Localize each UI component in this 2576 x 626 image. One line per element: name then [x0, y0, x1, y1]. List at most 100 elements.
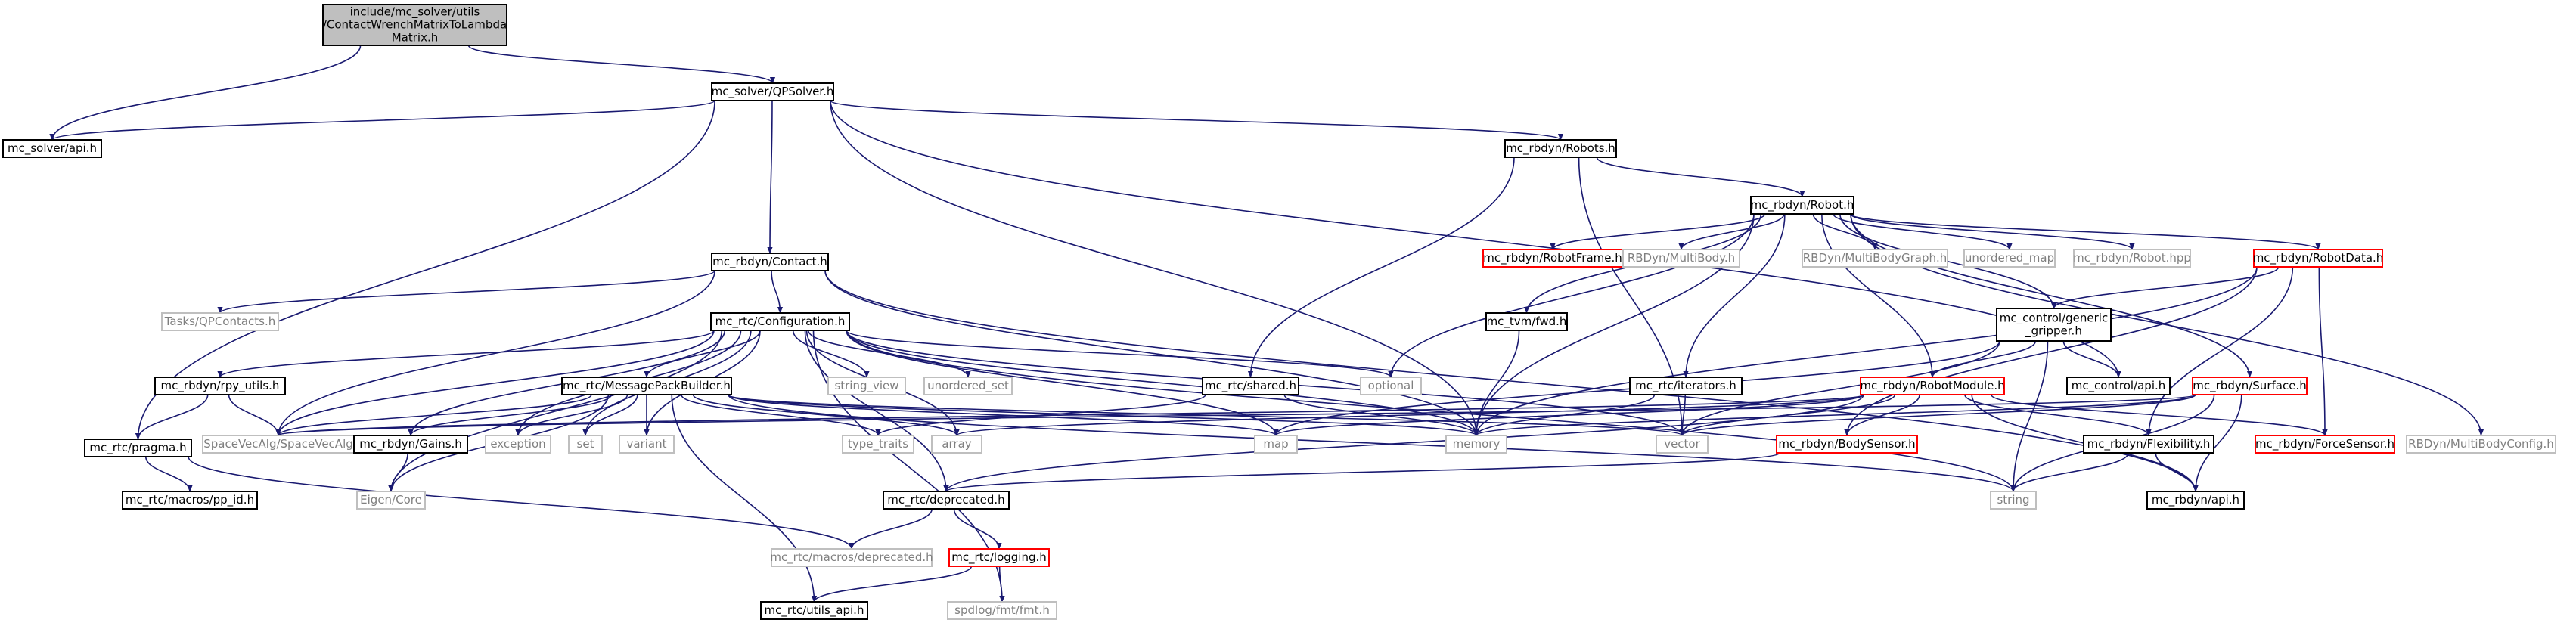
edge-tvm_fwd-to-memory [1473, 330, 1520, 436]
node-robotframe[interactable]: mc_rbdyn/RobotFrame.h [1482, 249, 1623, 268]
node-deprecated[interactable]: mc_rtc/deprecated.h [883, 491, 1010, 510]
node-box [1445, 435, 1507, 454]
node-label: map [1263, 437, 1288, 451]
node-label: RBDyn/MultiBodyGraph.h [1803, 251, 1948, 265]
node-label: mc_rbdyn/api.h [2152, 493, 2239, 507]
edge-surface-to-rbdyn_api [2193, 394, 2242, 492]
node-pp_id[interactable]: mc_rtc/macros/pp_id.h [122, 491, 258, 510]
node-variant: variant [619, 435, 675, 454]
node-label: /ContactWrenchMatrixToLambda [323, 18, 507, 32]
node-fmt: spdlog/fmt/fmt.h [947, 601, 1057, 620]
node-label: RBDyn/MultiBody.h [1628, 251, 1735, 265]
node-box [1504, 139, 1617, 158]
edge-generic_gripper-to-string [2010, 340, 2049, 492]
edge-robotmodule-to-bodysensor [1844, 394, 1920, 436]
node-label: exception [490, 437, 545, 451]
node-label: mc_rtc/logging.h [951, 550, 1047, 565]
node-box [322, 4, 507, 46]
node-box [161, 312, 279, 331]
node-label: mc_control/generic [2000, 311, 2108, 326]
edge-logging-to-fmt [998, 566, 1005, 603]
edge-robotdata-to-flexibility [2146, 266, 2294, 436]
edge-bodysensor-to-deprecated [943, 452, 1780, 492]
node-box [1776, 435, 1918, 454]
node-box [760, 601, 868, 620]
node-label: mc_rbdyn/rpy_utils.h [161, 379, 280, 393]
node-gains[interactable]: mc_rbdyn/Gains.h [353, 435, 468, 454]
node-label: mc_rbdyn/Flexibility.h [2087, 437, 2211, 451]
edge-msgpack-to-string [728, 394, 2016, 492]
node-shared[interactable]: mc_rtc/shared.h [1202, 377, 1299, 395]
node-qpsolver[interactable]: mc_solver/QPSolver.h [711, 82, 834, 101]
node-string_view: string_view [827, 377, 906, 395]
edge-robot-to-optional [1388, 213, 1755, 378]
node-map: map [1254, 435, 1298, 454]
edge-qpsolver-to-contact [767, 100, 773, 254]
node-robotdata[interactable]: mc_rbdyn/RobotData.h [2253, 249, 2384, 268]
node-robot[interactable]: mc_rbdyn/Robot.h [1750, 196, 1854, 215]
node-robotmodule[interactable]: mc_rbdyn/RobotModule.h [1860, 377, 2005, 395]
node-root[interactable]: include/mc_solver/utils/ContactWrenchMat… [322, 4, 507, 46]
edge-robot-to-iterators [1683, 213, 1786, 378]
node-label: Tasks/QPContacts.h [164, 315, 276, 328]
node-box [1996, 308, 2112, 342]
edge-qpsolver-to-robots [830, 100, 1563, 141]
node-tvm_fwd[interactable]: mc_tvm/fwd.h [1485, 312, 1568, 331]
node-control_api[interactable]: mc_control/api.h [2066, 377, 2171, 395]
node-msgpack[interactable]: mc_rtc/MessagePackBuilder.h [561, 377, 732, 395]
edge-pragma-to-macros_deprecated [188, 456, 855, 550]
node-box [1802, 249, 1948, 268]
edge-gains-to-eigen [388, 452, 408, 492]
node-rpy_utils[interactable]: mc_rbdyn/rpy_utils.h [154, 377, 286, 395]
node-box [947, 601, 1057, 620]
node-spacevec: SpaceVecAlg/SpaceVecAlg [202, 435, 355, 454]
node-solver_api[interactable]: mc_solver/api.h [2, 139, 102, 158]
node-label: mc_rtc/utils_api.h [765, 603, 864, 618]
edge-robotdata-to-memory [1473, 266, 2258, 436]
node-flexibility[interactable]: mc_rbdyn/Flexibility.h [2083, 435, 2214, 454]
node-multibodygraph: RBDyn/MultiBodyGraph.h [1802, 249, 1948, 268]
node-logging[interactable]: mc_rtc/logging.h [948, 548, 1050, 567]
edge-robotdata-to-forcesensor [2318, 266, 2328, 436]
node-label: mc_rtc/iterators.h [1635, 379, 1736, 393]
node-box [1963, 249, 2056, 268]
node-box [2406, 435, 2556, 454]
edge-configuration-to-msgpack [644, 330, 761, 378]
node-utils_api[interactable]: mc_rtc/utils_api.h [760, 601, 868, 620]
node-generic_gripper[interactable]: mc_control/generic_gripper.h [1996, 308, 2112, 342]
edge-root-to-qpsolver [467, 45, 775, 84]
node-configuration[interactable]: mc_rtc/Configuration.h [710, 312, 850, 331]
edge-robotmodule-to-array [954, 394, 1864, 436]
node-box [1990, 491, 2037, 510]
node-surface[interactable]: mc_rbdyn/Surface.h [2192, 377, 2308, 395]
node-bodysensor[interactable]: mc_rbdyn/BodySensor.h [1776, 435, 1918, 454]
node-box [2073, 249, 2191, 268]
node-box [1860, 377, 2005, 395]
node-pragma[interactable]: mc_rtc/pragma.h [84, 439, 192, 457]
node-macros_deprecated: mc_rtc/macros/deprecated.h [770, 548, 933, 567]
node-contact[interactable]: mc_rbdyn/Contact.h [711, 253, 829, 271]
node-box [1622, 249, 1740, 268]
edge-contact-to-configuration [771, 270, 784, 314]
node-label: variant [627, 437, 667, 451]
node-box [2253, 249, 2383, 268]
edge-surface-to-spacevec [276, 394, 2196, 436]
edge-robotdata-to-generic_gripper [2050, 266, 2280, 309]
node-type_traits: type_traits [842, 435, 914, 454]
edge-robot-to-surface [1850, 213, 2253, 378]
node-iterators[interactable]: mc_rtc/iterators.h [1629, 377, 1743, 395]
node-label: type_traits [848, 437, 908, 451]
node-label: mc_solver/QPSolver.h [712, 85, 834, 99]
node-forcesensor[interactable]: mc_rbdyn/ForceSensor.h [2255, 435, 2395, 454]
node-label: mc_rtc/pragma.h [89, 441, 186, 455]
node-qpcontacts: Tasks/QPContacts.h [161, 312, 279, 331]
node-robots[interactable]: mc_rbdyn/Robots.h [1504, 139, 1617, 158]
node-label: mc_rtc/MessagePackBuilder.h [563, 379, 731, 393]
edge-qpsolver-to-control_api [830, 100, 2121, 378]
edge-configuration-to-map [846, 330, 1279, 436]
node-rbdyn_api[interactable]: mc_rbdyn/api.h [2146, 491, 2245, 510]
node-label: mc_rtc/shared.h [1205, 379, 1296, 393]
node-box [711, 82, 834, 101]
node-box [561, 377, 732, 395]
edge-msgpack-to-type_traits [681, 394, 881, 436]
